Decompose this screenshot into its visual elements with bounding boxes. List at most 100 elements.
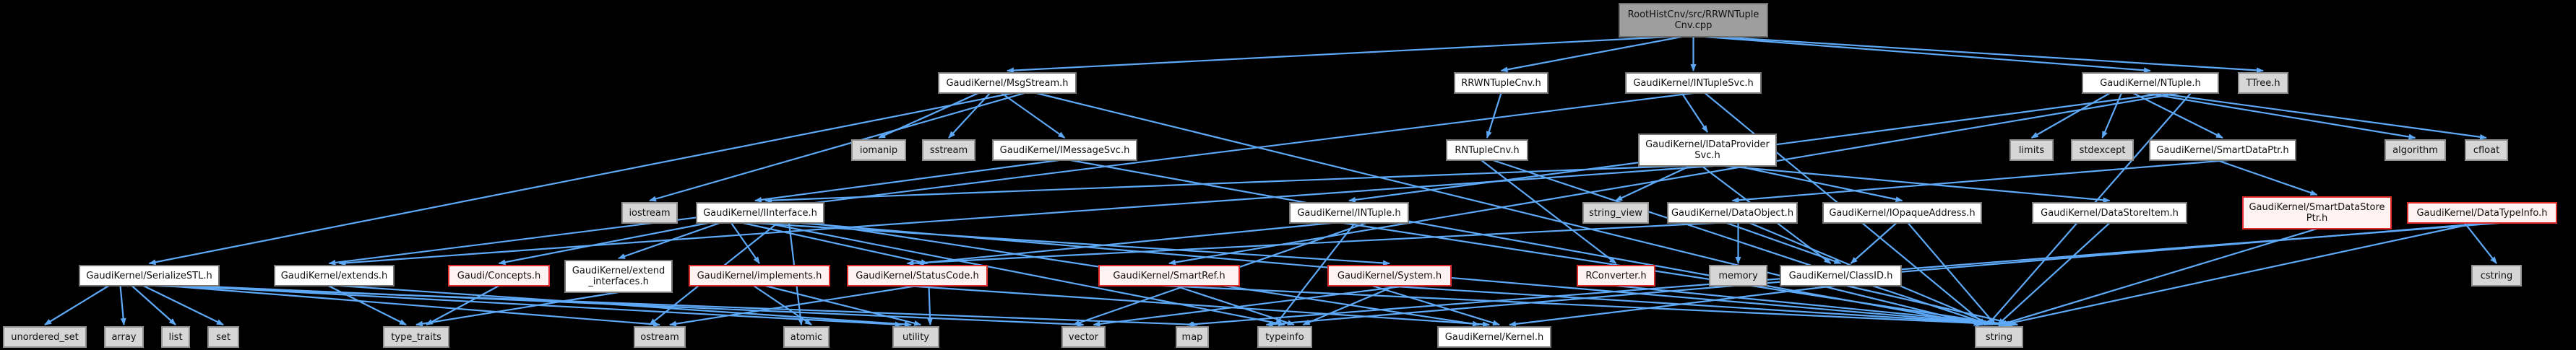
node-smartref[interactable]: GaudiKernel/SmartRef.h: [1098, 265, 1240, 286]
node-string_view: string_view: [1582, 202, 1649, 224]
node-label: GaudiKernel/DataTypeInfo.h: [2416, 207, 2548, 219]
include-edge-imessagesvc-to-iinterface: [754, 159, 1059, 203]
node-iomanip: iomanip: [851, 139, 906, 161]
node-label: GaudiKernel/SmartDataPtr.h: [2156, 144, 2289, 156]
node-statuscode[interactable]: GaudiKernel/StatusCode.h: [847, 265, 988, 286]
node-iopaqueaddress[interactable]: GaudiKernel/IOpaqueAddress.h: [1822, 202, 1982, 224]
node-label: iomanip: [859, 144, 898, 156]
node-label: GaudiKernel/implements.h: [697, 270, 822, 281]
node-rntuplecnv[interactable]: RNTupleCnv.h: [1446, 139, 1528, 161]
node-ntuple[interactable]: GaudiKernel/NTuple.h: [2082, 72, 2219, 94]
node-label: RRWNTupleCnv.h: [1461, 77, 1541, 89]
node-label: RConverter.h: [1585, 270, 1647, 281]
node-array: array: [104, 326, 144, 348]
node-rconverter[interactable]: RConverter.h: [1577, 265, 1655, 286]
include-edge-serializestl-to-set: [143, 285, 224, 325]
include-edge-iopaqueaddress-to-classid: [1850, 222, 1897, 264]
node-label: sstream: [929, 144, 968, 156]
include-edge-serializestl-to-unordered_set: [44, 285, 110, 325]
node-label: list: [168, 331, 183, 343]
include-edge-datastoreitem-to-string: [1997, 222, 2111, 325]
node-label: GaudiKernel/StatusCode.h: [856, 270, 979, 281]
node-label: GaudiKernel/IMessageSvc.h: [999, 144, 1130, 156]
include-edge-ntuple-to-smartdataptr: [2132, 92, 2223, 139]
node-classid[interactable]: GaudiKernel/ClassID.h: [1780, 265, 1902, 286]
node-imessagesvc[interactable]: GaudiKernel/IMessageSvc.h: [992, 139, 1137, 161]
include-edge-msgstream-to-serializestl: [148, 92, 1014, 266]
node-label: GaudiKernel/DataObject.h: [1671, 207, 1794, 219]
node-label: ostream: [640, 331, 679, 343]
include-edge-intuple-to-string: [1343, 222, 2007, 327]
include-edge-datatypeinfo-to-cstring: [2464, 222, 2497, 264]
node-string: string: [1975, 326, 2023, 348]
include-edge-system-to-kernel: [1371, 284, 1500, 326]
node-implements[interactable]: GaudiKernel/implements.h: [689, 265, 830, 286]
include-edge-concepts-to-type_traits: [426, 285, 500, 325]
node-datatypeinfo[interactable]: GaudiKernel/DataTypeInfo.h: [2407, 202, 2557, 224]
node-atomic: atomic: [783, 326, 830, 348]
include-edge-rconverter-to-string: [1616, 284, 2016, 328]
node-map: map: [1176, 326, 1209, 348]
node-label: iostream: [629, 207, 671, 219]
include-edge-ntuple-to-smartref: [1168, 92, 2180, 266]
include-edge-iinterface-to-concepts: [498, 222, 709, 266]
node-concepts[interactable]: Gaudi/Concepts.h: [448, 265, 550, 286]
node-datastoreitem[interactable]: GaudiKernel/DataStoreItem.h: [2032, 202, 2187, 224]
include-edge-msgstream-to-imessagesvc: [1001, 92, 1066, 139]
node-kernel[interactable]: GaudiKernel/Kernel.h: [1437, 326, 1551, 348]
include-edge-dataobject-to-classid: [1726, 222, 1842, 265]
node-label: Gaudi/Concepts.h: [457, 270, 541, 281]
node-label: string: [1985, 331, 2013, 343]
node-label-line: RootHistCnv/src/RRWNTuple: [1627, 9, 1759, 20]
include-edge-statuscode-to-ostream: [669, 284, 918, 327]
include-edge-statuscode-to-kernel: [905, 284, 1490, 328]
include-edge-smartdatastoreptr-to-string: [1999, 227, 2317, 326]
include-edge-idataprovidersvc-to-extends: [338, 165, 1714, 266]
include-edge-extends-to-type_traits: [328, 285, 407, 325]
node-vector: vector: [1061, 326, 1106, 348]
include-edge-iinterface-to-implements: [731, 222, 760, 264]
include-edge-dataobject-to-statuscode: [906, 222, 1715, 266]
node-cfloat: cfloat: [2465, 139, 2508, 161]
include-edge-iinterface-to-extend_interfaces: [618, 222, 720, 260]
node-serializestl[interactable]: GaudiKernel/SerializeSTL.h: [79, 265, 220, 286]
node-label-line: GaudiKernel/IDataProvider: [1645, 139, 1770, 150]
node-label: memory: [1718, 270, 1758, 281]
node-rrwntuplecnv[interactable]: RRWNTupleCnv.h: [1454, 72, 1548, 94]
include-edge-msgstream-to-sstream: [948, 92, 991, 139]
node-label-line: GaudiKernel/SmartDataStore: [2249, 202, 2385, 213]
include-edge-system-to-string: [1383, 284, 2014, 328]
node-iinterface[interactable]: GaudiKernel/IInterface.h: [696, 202, 824, 224]
include-edge-rntuplecnv-to-string: [1492, 159, 1991, 326]
include-edge-implements-to-atomic: [753, 285, 812, 325]
node-intuple[interactable]: GaudiKernel/INTuple.h: [1289, 202, 1409, 224]
include-edge-intuplesvc-to-idataprovidersvc: [1681, 92, 1708, 133]
include-edge-ntuple-to-stdexcept: [2101, 92, 2123, 139]
node-system[interactable]: GaudiKernel/System.h: [1327, 265, 1452, 286]
node-unordered_set: unordered_set: [3, 326, 87, 348]
node-intuplesvc[interactable]: GaudiKernel/INTupleSvc.h: [1625, 72, 1762, 94]
node-label: utility: [903, 331, 929, 343]
include-edge-smartref-to-typeinfo: [1174, 284, 1295, 326]
node-label: GaudiKernel/INTuple.h: [1297, 207, 1401, 219]
node-label: limits: [2018, 144, 2045, 156]
node-msgstream[interactable]: GaudiKernel/MsgStream.h: [938, 72, 1077, 94]
include-edge-cpp-to-msgstream: [1007, 35, 1671, 74]
node-iostream: iostream: [621, 202, 678, 224]
node-label-line: Cnv.cpp: [1674, 20, 1713, 31]
node-label: GaudiKernel/DataStoreItem.h: [2041, 207, 2179, 219]
include-edge-intuple-to-typeinfo: [1275, 222, 1356, 325]
node-extend_interfaces[interactable]: GaudiKernel/extend_interfaces.h: [564, 260, 673, 293]
node-smartdataptr[interactable]: GaudiKernel/SmartDataPtr.h: [2149, 139, 2296, 161]
node-label-line: GaudiKernel/extend: [572, 266, 665, 276]
include-edge-ntuple-to-algorithm: [2144, 92, 2416, 140]
node-label-line: Ptr.h: [2306, 213, 2328, 224]
node-label: array: [111, 331, 137, 343]
node-label: stdexcept: [2079, 144, 2126, 156]
node-dataobject[interactable]: GaudiKernel/DataObject.h: [1667, 202, 1798, 224]
node-extends[interactable]: GaudiKernel/extends.h: [274, 265, 395, 286]
include-edge-idataprovidersvc-to-iinterface: [764, 165, 1679, 204]
